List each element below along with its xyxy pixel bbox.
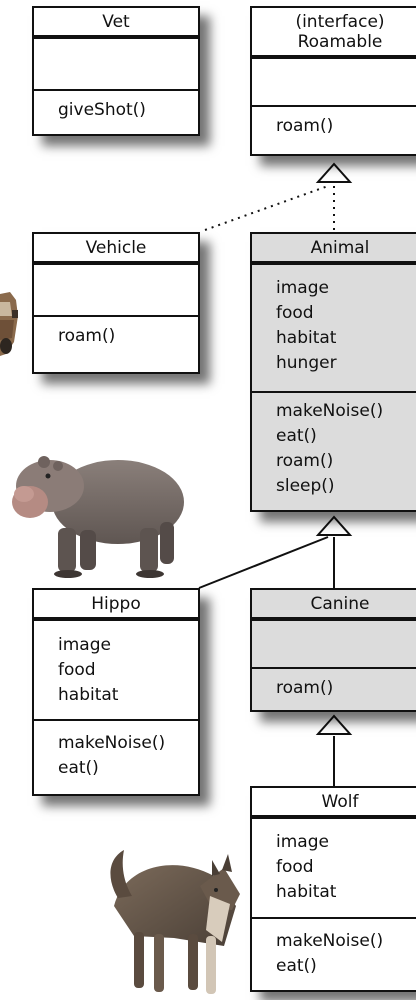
method: roam() <box>276 676 416 701</box>
method: eat() <box>276 954 416 979</box>
class-box-hippo: Hippo image food habitat makeNoise() eat… <box>32 588 200 796</box>
class-name: Vet <box>34 8 198 39</box>
attribute: hunger <box>276 351 416 376</box>
class-box-vet: Vet giveShot() <box>32 6 200 136</box>
methods-section: makeNoise() eat() <box>34 721 198 781</box>
attributes-section <box>252 59 416 107</box>
attribute: food <box>276 855 416 880</box>
class-box-canine: Canine roam() <box>250 588 416 712</box>
class-box-animal: Animal image food habitat hunger makeNoi… <box>250 232 416 512</box>
attribute: habitat <box>276 326 416 351</box>
hippo-animal-line <box>199 537 328 588</box>
methods-section: giveShot() <box>34 91 198 123</box>
attribute: image <box>276 276 416 301</box>
method: sleep() <box>276 474 416 499</box>
attribute: food <box>276 301 416 326</box>
method: eat() <box>58 756 198 781</box>
attribute: image <box>276 830 416 855</box>
vehicle-roamable-dotted-line <box>205 186 328 230</box>
attribute: habitat <box>58 683 198 708</box>
method: roam() <box>276 114 416 139</box>
method: roam() <box>276 449 416 474</box>
class-box-wolf: Wolf image food habitat makeNoise() eat(… <box>250 786 416 992</box>
car-photo <box>0 286 22 358</box>
attribute: image <box>58 633 198 658</box>
methods-section: makeNoise() eat() <box>252 919 416 979</box>
class-box-roamable: (interface) Roamable roam() <box>250 6 416 156</box>
attributes-section: image food habitat <box>34 621 198 721</box>
method: eat() <box>276 424 416 449</box>
method: makeNoise() <box>58 731 198 756</box>
roamable-implements-arrowhead <box>318 164 350 182</box>
method: makeNoise() <box>276 929 416 954</box>
class-box-vehicle: Vehicle roam() <box>32 232 200 374</box>
method: makeNoise() <box>276 399 416 424</box>
class-name: Hippo <box>34 590 198 621</box>
class-name: Wolf <box>252 788 416 819</box>
wolf-photo <box>104 846 244 1000</box>
methods-section: makeNoise() eat() roam() sleep() <box>252 393 416 499</box>
attributes-section: image food habitat <box>252 819 416 919</box>
methods-section: roam() <box>252 107 416 139</box>
attributes-section: image food habitat hunger <box>252 265 416 393</box>
canine-extends-arrowhead <box>318 716 350 734</box>
attribute: habitat <box>276 880 416 905</box>
method: giveShot() <box>58 98 198 123</box>
method: roam() <box>58 324 198 349</box>
class-name: Vehicle <box>34 234 198 265</box>
attributes-section <box>34 265 198 317</box>
attributes-section <box>34 39 198 91</box>
attributes-section <box>252 621 416 669</box>
methods-section: roam() <box>252 669 416 701</box>
methods-section: roam() <box>34 317 198 349</box>
attribute: food <box>58 658 198 683</box>
class-name: (interface) Roamable <box>252 8 416 59</box>
hippo-photo <box>10 446 188 582</box>
class-name: Animal <box>252 234 416 265</box>
animal-extends-arrowhead <box>318 517 350 535</box>
class-name: Canine <box>252 590 416 621</box>
